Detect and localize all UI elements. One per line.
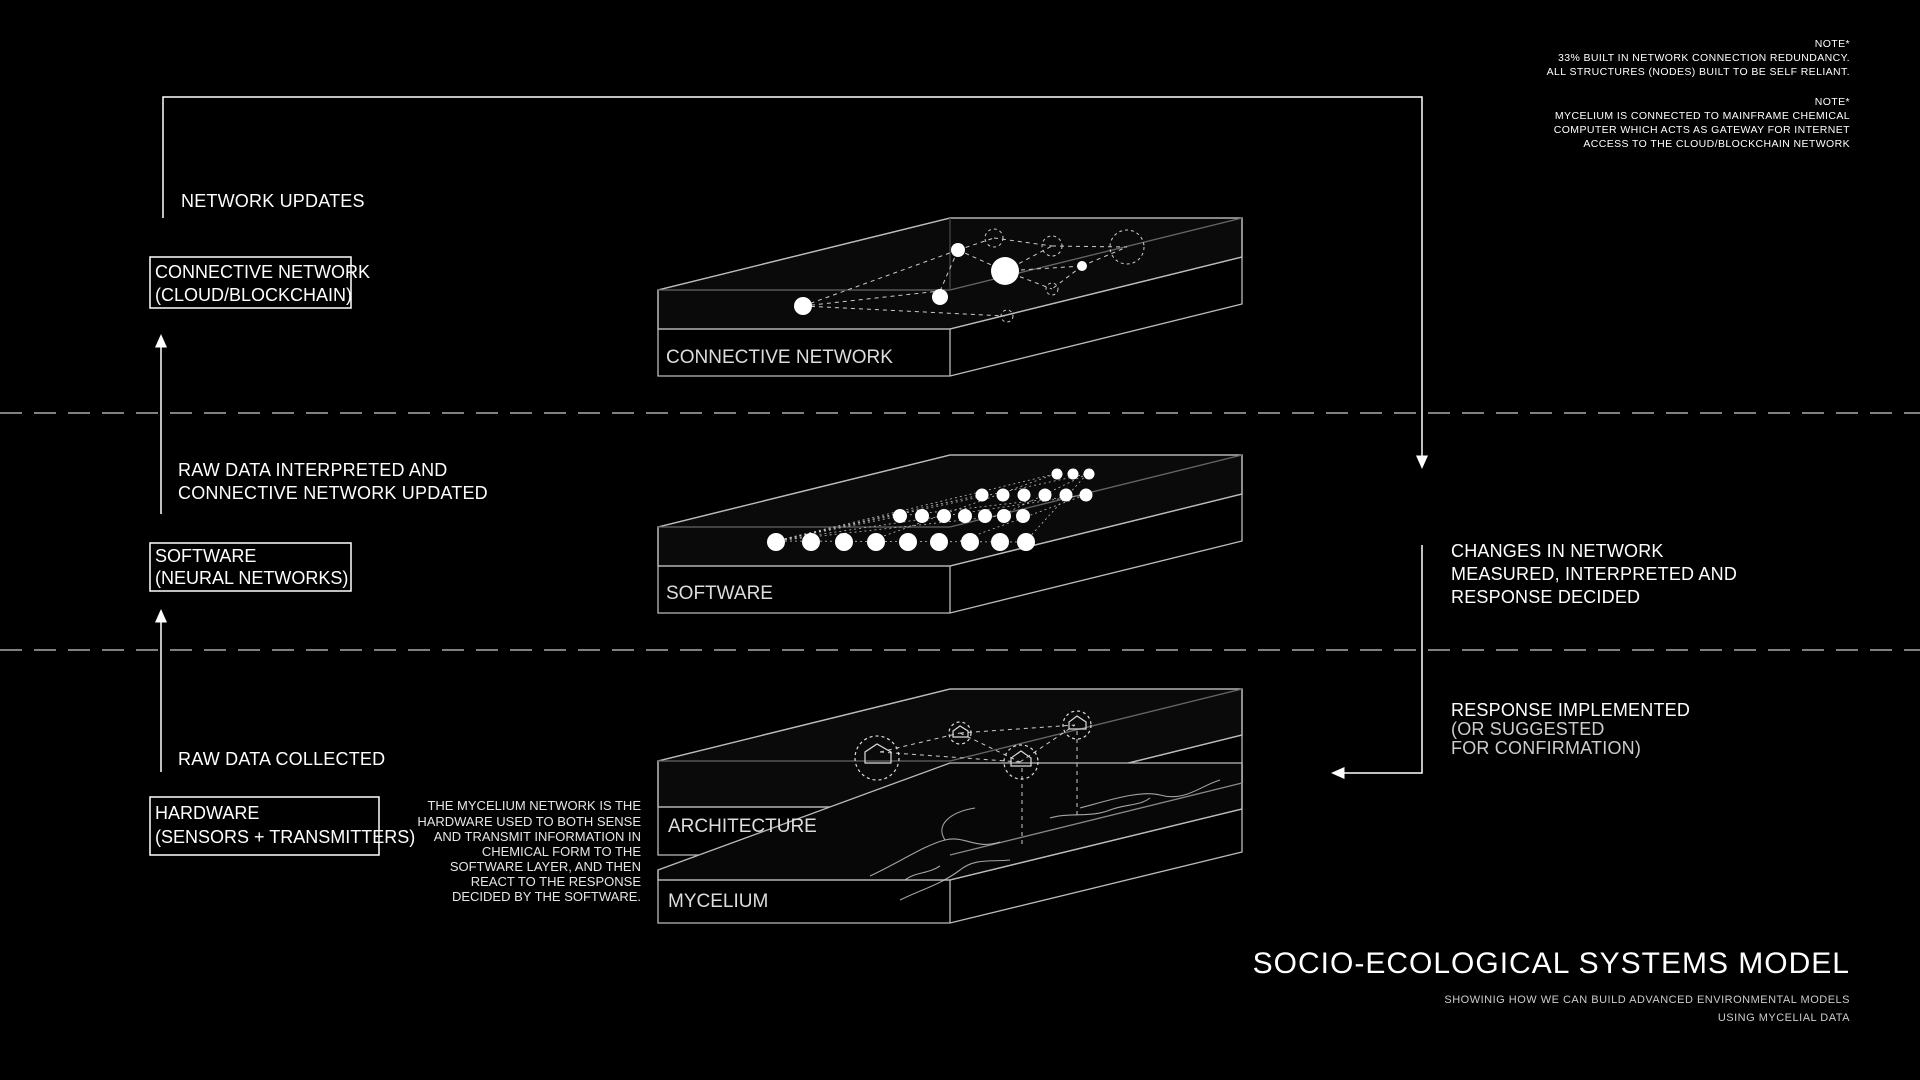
raw-interpreted-line1: RAW DATA INTERPRETED AND [178,460,448,480]
hardware-box-line1: HARDWARE [155,803,259,823]
software-box-line1: SOFTWARE [155,546,256,566]
mycelium-note-line4: CHEMICAL FORM TO THE [482,844,641,859]
diagram-title: SOCIO-ECOLOGICAL SYSTEMS MODEL [1253,947,1850,980]
note1-heading: NOTE* [1815,38,1850,50]
connective-box-line2: (CLOUD/BLOCKCHAIN) [155,285,352,305]
raw-interpreted-line2: CONNECTIVE NETWORK UPDATED [178,483,488,503]
software-layer-label: SOFTWARE [666,583,773,604]
network-updates-loop [162,96,1428,469]
software-neural-nodes [767,468,1095,551]
connective-network-box [149,256,352,309]
connective-layer-label: CONNECTIVE NETWORK [666,347,893,368]
changes-line3: RESPONSE DECIDED [1451,587,1640,607]
response-line1: RESPONSE IMPLEMENTED [1451,700,1690,720]
mycelium-note-line7: DECIDED BY THE SOFTWARE. [452,889,641,904]
network-updates-label: NETWORK UPDATES [181,191,365,211]
diagram-subtitle-line2: USING MYCELIAL DATA [1718,1012,1850,1024]
note2-line1: MYCELIUM IS CONNECTED TO MAINFRAME CHEMI… [1555,110,1850,122]
note2-heading: NOTE* [1815,96,1850,108]
mycelium-note: THE MYCELIUM NETWORK IS THE HARDWARE USE… [417,798,641,904]
hardware-box [149,796,380,856]
diagram-subtitle-line1: SHOWINIG HOW WE CAN BUILD ADVANCED ENVIR… [1444,994,1850,1006]
software-box [149,542,352,592]
mycelium-layer-label: MYCELIUM [668,891,768,912]
connective-box-line1: CONNECTIVE NETWORK [155,262,370,282]
response-line3: FOR CONFIRMATION) [1451,738,1641,758]
mycelium-note-line3: AND TRANSMIT INFORMATION IN [434,829,641,844]
connective-nodes [794,228,1145,323]
architecture-nodes [854,710,1092,848]
mycelium-note-line1: THE MYCELIUM NETWORK IS THE [427,798,641,813]
changes-line1: CHANGES IN NETWORK [1451,541,1664,561]
response-arrow [1331,545,1423,779]
software-box-line2: (NEURAL NETWORKS) [155,568,348,588]
hardware-box-line2: (SENSORS + TRANSMITTERS) [155,827,415,847]
mycelium-note-line5: SOFTWARE LAYER, AND THEN [450,859,641,874]
mycelium-note-line2: HARDWARE USED TO BOTH SENSE [417,814,641,829]
mycelium-strands [869,779,1221,901]
note2-line3: ACCESS TO THE CLOUD/BLOCKCHAIN NETWORK [1583,138,1850,150]
architecture-layer-label: ARCHITECTURE [668,816,817,837]
raw-collected-label: RAW DATA COLLECTED [178,749,385,769]
notes-block: NOTE* 33% BUILT IN NETWORK CONNECTION RE… [1547,38,1850,150]
changes-line2: MEASURED, INTERPRETED AND [1451,564,1737,584]
note2-line2: COMPUTER WHICH ACTS AS GATEWAY FOR INTER… [1554,124,1850,136]
note1-line1: 33% BUILT IN NETWORK CONNECTION REDUNDAN… [1558,52,1850,64]
response-line2: (OR SUGGESTED [1451,719,1605,739]
mycelium-note-line6: REACT TO THE RESPONSE [471,874,642,889]
note1-line2: ALL STRUCTURES (NODES) BUILT TO BE SELF … [1547,66,1850,78]
mycelium-layer [657,762,1243,924]
